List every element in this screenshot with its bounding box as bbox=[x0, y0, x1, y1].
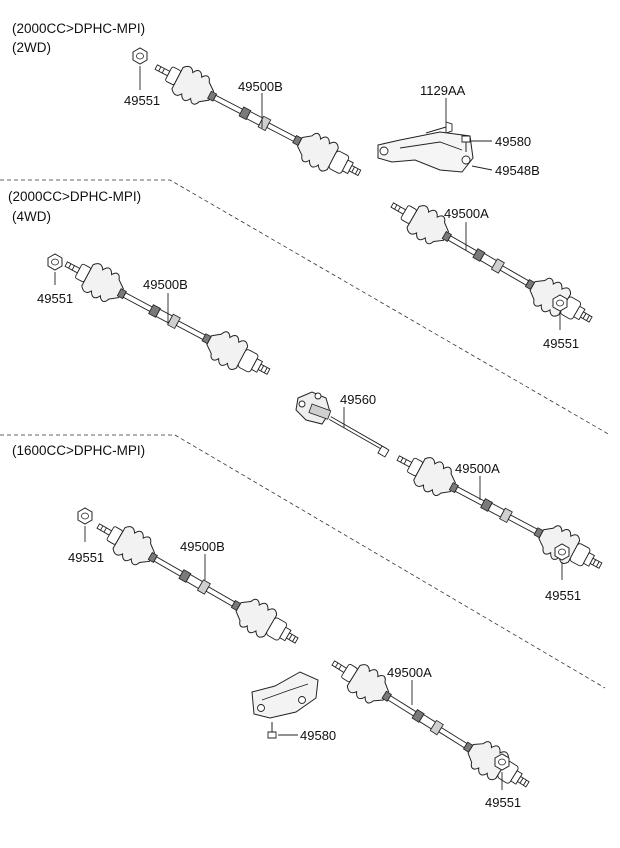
part-label-49500B: 49500B bbox=[238, 79, 283, 94]
bracket-part bbox=[251, 671, 319, 719]
drive-shaft-49500B bbox=[89, 511, 306, 656]
part-label-1129AA: 1129AA bbox=[420, 83, 466, 98]
part-label-49500B: 49500B bbox=[143, 277, 188, 292]
part-label-49500A: 49500A bbox=[444, 206, 489, 221]
part-label-49580: 49580 bbox=[300, 728, 336, 743]
nut-part bbox=[77, 507, 93, 525]
part-label-49580: 49580 bbox=[495, 134, 531, 149]
nut-part bbox=[132, 47, 148, 65]
section-3-header-line1: (1600CC>DPHC-MPI) bbox=[12, 443, 145, 458]
section-divider-2 bbox=[0, 434, 606, 689]
section-2-header-line2: (4WD) bbox=[12, 209, 51, 224]
bolt-part bbox=[425, 121, 453, 134]
bracket-part bbox=[377, 131, 474, 173]
part-label-49500A: 49500A bbox=[455, 461, 500, 476]
part-label-49500A: 49500A bbox=[387, 665, 432, 680]
intermediate-shaft-49560 bbox=[295, 391, 390, 458]
section-1-header-line1: (2000CC>DPHC-MPI) bbox=[12, 21, 145, 36]
drive-shaft-49500A bbox=[383, 190, 600, 335]
part-label-49551: 49551 bbox=[543, 336, 579, 351]
part-label-49500B: 49500B bbox=[180, 539, 225, 554]
bracket-bolt-part bbox=[461, 135, 471, 152]
nut-part bbox=[554, 543, 570, 561]
section-divider-1 bbox=[0, 179, 611, 436]
drive-shaft-49500B bbox=[148, 51, 368, 188]
drive-shaft-49500B bbox=[57, 248, 277, 387]
nut-part bbox=[494, 753, 510, 771]
part-label-49551: 49551 bbox=[124, 93, 160, 108]
section-1-header-line2: (2WD) bbox=[12, 40, 51, 55]
part-label-49560: 49560 bbox=[340, 392, 376, 407]
nut-part bbox=[47, 253, 63, 271]
bracket-bolt-part bbox=[267, 722, 277, 739]
part-label-49551: 49551 bbox=[545, 588, 581, 603]
part-label-49551: 49551 bbox=[68, 550, 104, 565]
nut-part bbox=[552, 294, 568, 312]
part-label-49548B: 49548B bbox=[495, 163, 540, 178]
part-label-49551: 49551 bbox=[485, 795, 521, 810]
section-2-header-line1: (2000CC>DPHC-MPI) bbox=[8, 189, 141, 204]
part-label-49551: 49551 bbox=[37, 291, 73, 306]
